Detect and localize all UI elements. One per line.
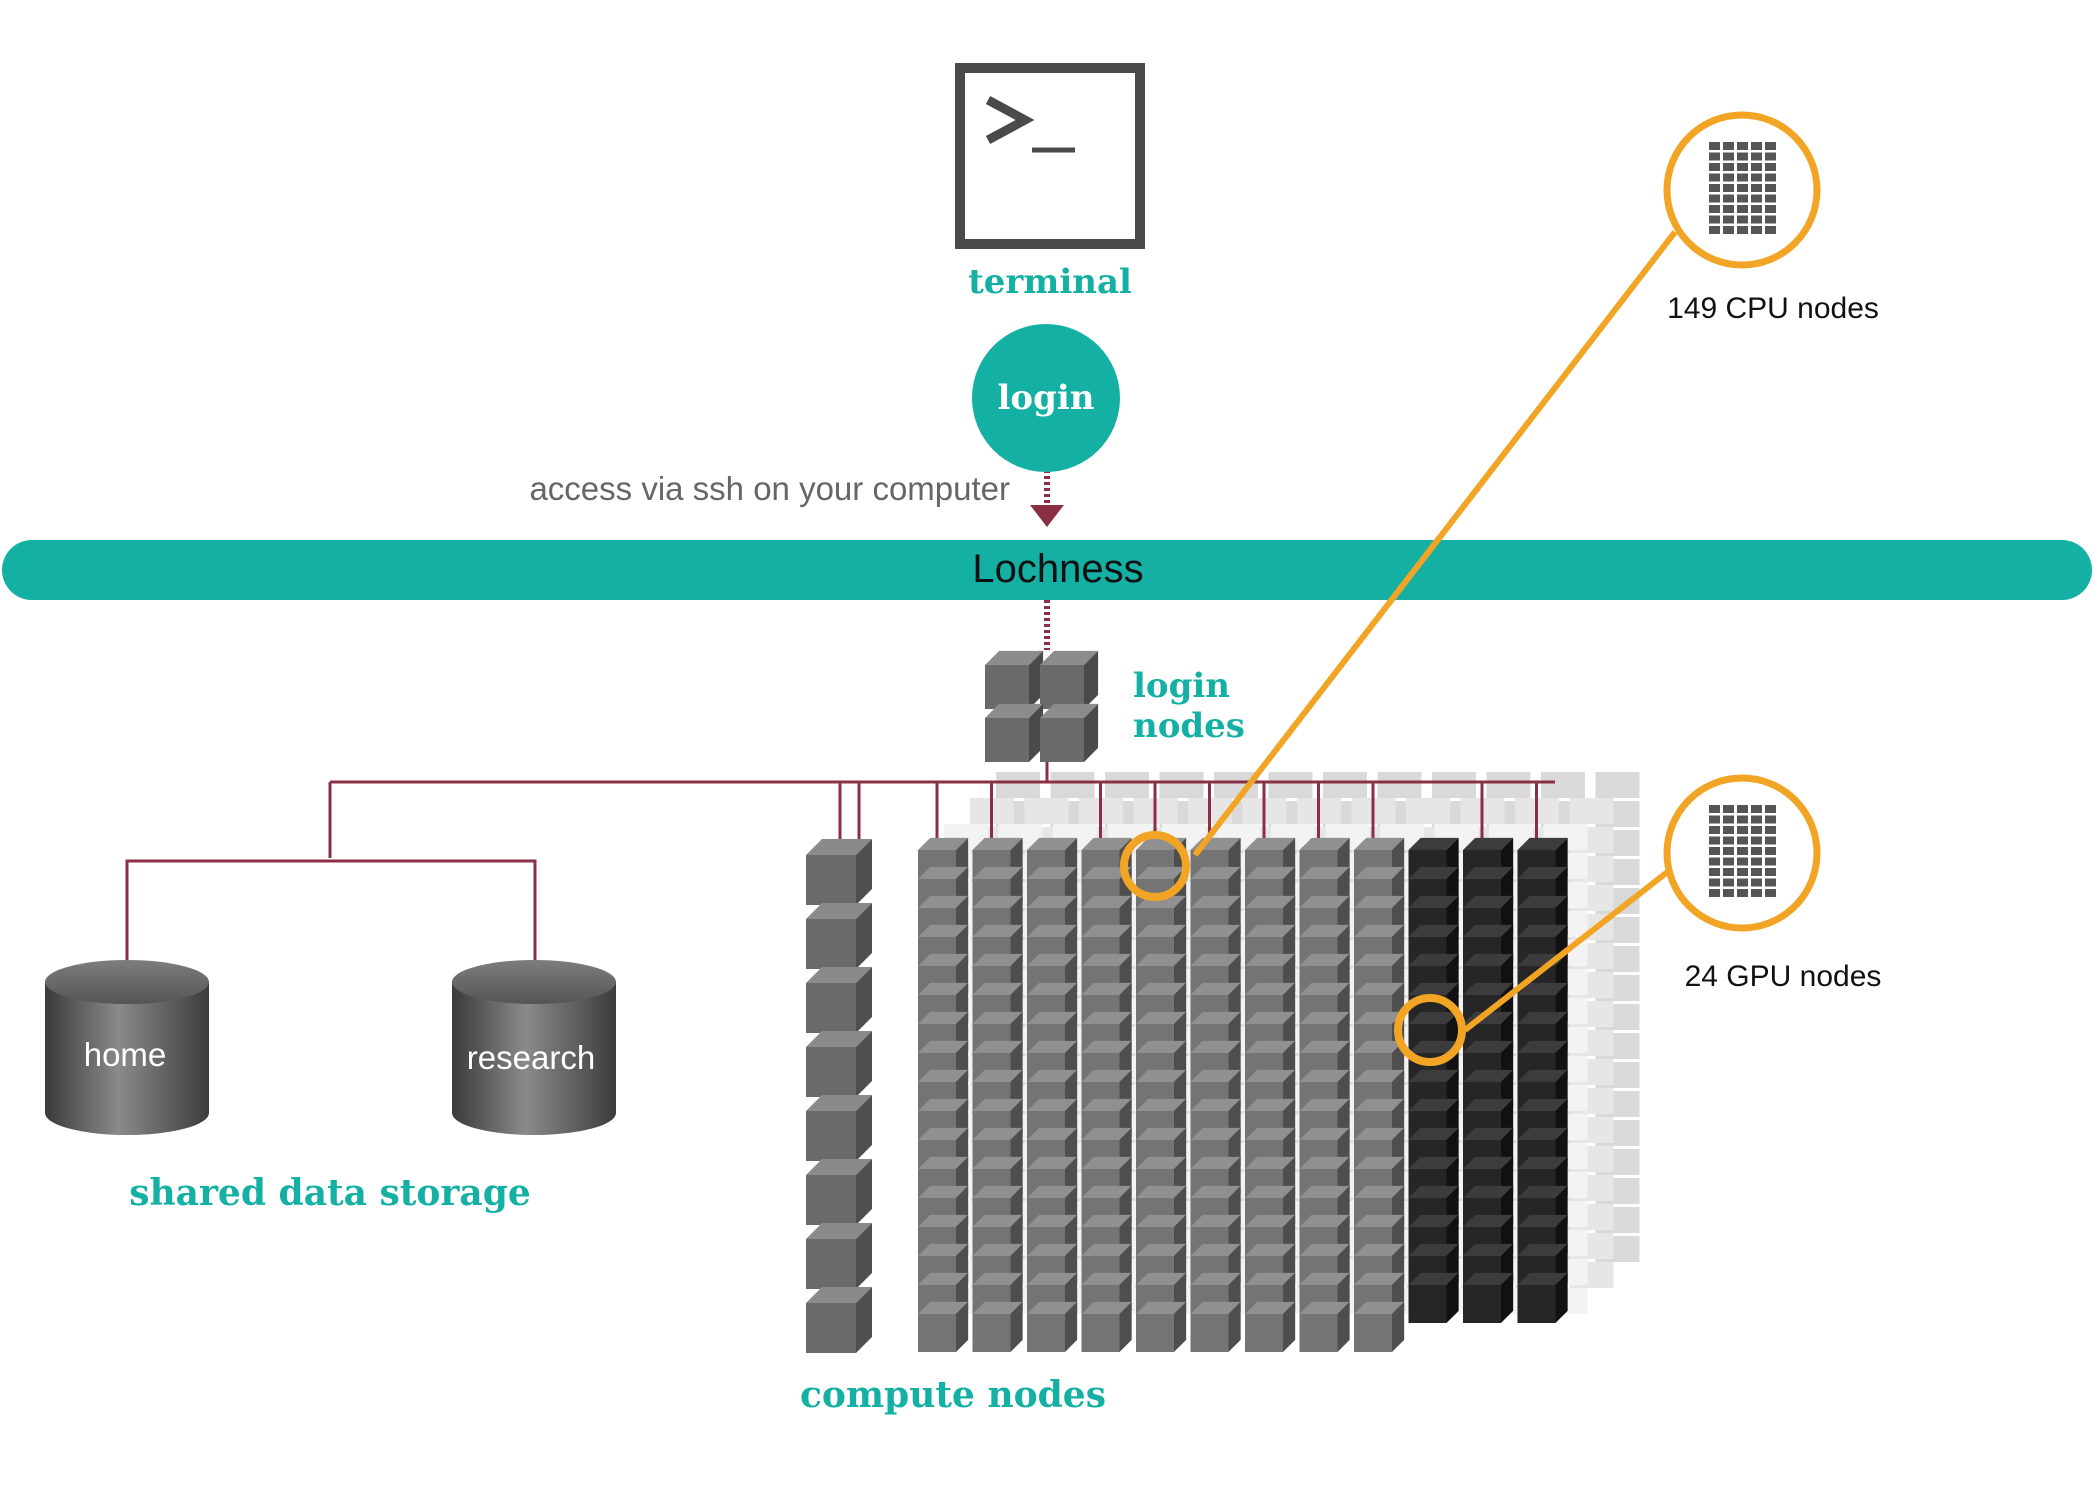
terminal-label: terminal xyxy=(968,262,1132,302)
compute-node xyxy=(806,967,872,1033)
down-arrow-icon xyxy=(1030,505,1064,527)
login-node xyxy=(985,650,1044,709)
gpu-node xyxy=(1517,1272,1568,1323)
cpu-callout-line xyxy=(1192,230,1678,857)
login-nodes-icon xyxy=(985,650,1099,762)
login-bubble-label: login xyxy=(997,378,1094,418)
cluster-bar xyxy=(2,540,2092,600)
gpu-callout-line xyxy=(1463,867,1672,1033)
cpu-node xyxy=(972,1301,1023,1352)
cpu-node xyxy=(1245,1301,1296,1352)
gpu-node xyxy=(1463,1272,1514,1323)
network-wiring xyxy=(125,762,1555,985)
storage-branch xyxy=(125,859,537,985)
cpu-node xyxy=(1190,1301,1241,1352)
login-nodes-label-line1: login xyxy=(1133,666,1230,706)
access-note: access via ssh on your computer xyxy=(529,470,1010,507)
compute-node xyxy=(806,1031,872,1097)
login-nodes-label-line2: nodes xyxy=(1133,706,1245,746)
storage-volume-home[interactable]: home xyxy=(45,960,209,1135)
gpu-node xyxy=(1408,1272,1459,1323)
gpu-nodes-icon xyxy=(1709,805,1776,897)
storage-volume-label: home xyxy=(84,1036,167,1073)
cpu-node xyxy=(1136,1301,1187,1352)
compute-nodes-label: compute nodes xyxy=(800,1374,1106,1416)
compute-node xyxy=(806,903,872,969)
callout-lines xyxy=(1192,230,1678,1033)
ssh-link xyxy=(1030,470,1064,650)
cpu-node xyxy=(918,1301,969,1352)
compute-node xyxy=(806,839,872,905)
compute-node xyxy=(806,1223,872,1289)
cpu-node-highlight[interactable] xyxy=(1120,831,1190,901)
compute-node-drops xyxy=(857,782,1538,848)
storage-group-label: shared data storage xyxy=(129,1172,531,1214)
cpu-nodes-count: 149 CPU nodes xyxy=(1667,292,1879,325)
login-bubble[interactable] xyxy=(972,324,1120,472)
cpu-nodes-icon xyxy=(1709,142,1776,234)
compute-node xyxy=(806,1095,872,1161)
cpu-node xyxy=(1354,1301,1405,1352)
login-node xyxy=(985,703,1044,762)
compute-node xyxy=(806,1287,872,1353)
storage-volume-label: research xyxy=(467,1039,595,1076)
cluster-name: Lochness xyxy=(972,547,1143,591)
gpu-node-highlight[interactable] xyxy=(1394,994,1466,1066)
cpu-node xyxy=(1081,1301,1132,1352)
cpu-node xyxy=(1027,1301,1078,1352)
terminal-icon xyxy=(955,63,1145,249)
storage-volume-research[interactable]: research xyxy=(452,960,616,1135)
login-node xyxy=(1040,650,1099,709)
gpu-nodes-count: 24 GPU nodes xyxy=(1685,960,1882,993)
login-node xyxy=(1040,703,1099,762)
cpu-node xyxy=(1299,1301,1350,1352)
compute-node xyxy=(806,1159,872,1225)
